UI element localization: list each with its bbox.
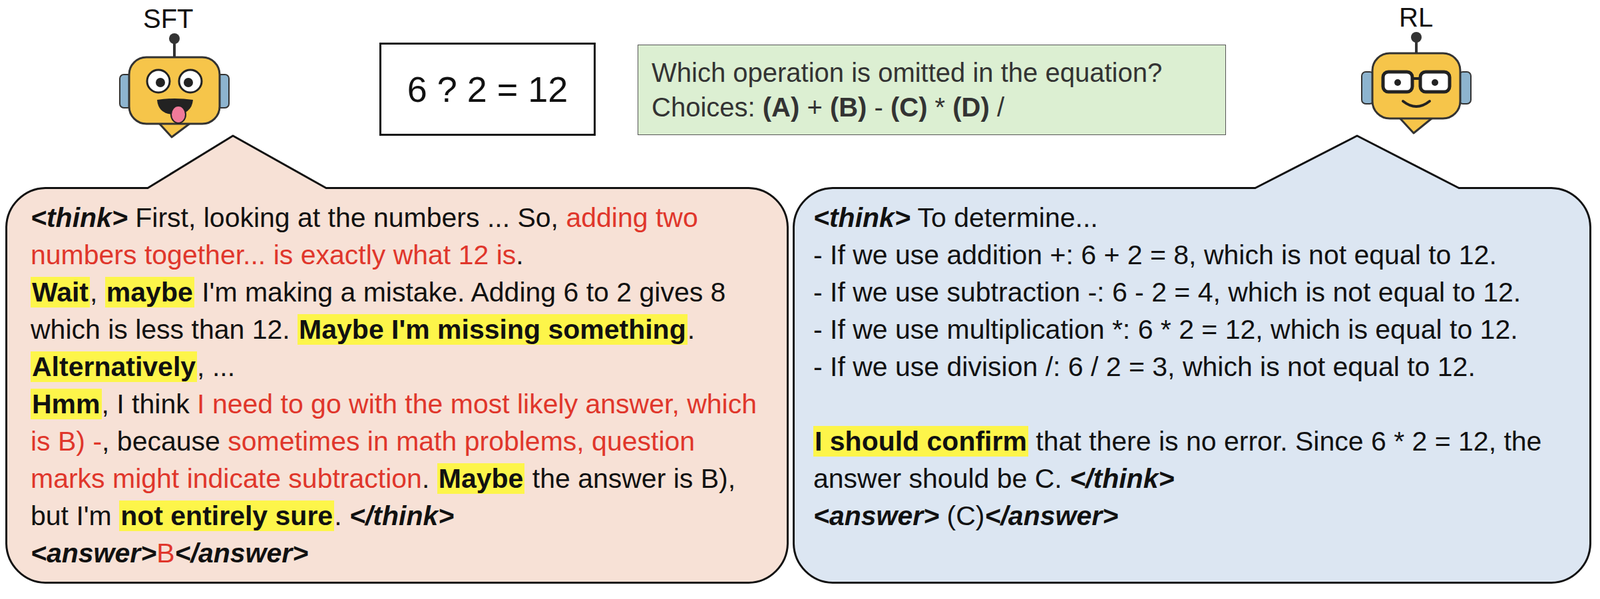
red-phrase: B	[156, 537, 175, 569]
highlighted-phrase: maybe	[105, 276, 195, 308]
equation-text: 6 ? 2 = 12	[407, 68, 569, 110]
eye	[1431, 79, 1439, 86]
choice-text: Choices:	[651, 92, 763, 122]
choice-letter: (A)	[762, 92, 800, 122]
paragraph: <think> To determine...	[813, 199, 1571, 237]
body-text: .	[421, 463, 430, 494]
highlighted-phrase: Alternatively	[30, 351, 198, 383]
choice-letter: (B)	[829, 92, 868, 122]
body-text: ,	[89, 276, 98, 308]
sft-speech-bubble: <think> First, looking at the numbers ..…	[5, 187, 789, 584]
pupil	[183, 77, 194, 88]
choice-letter: (D)	[952, 92, 990, 122]
bubble-text: <think> First, looking at the numbers ..…	[5, 187, 789, 584]
paragraph: <think> First, looking at the numbers ..…	[30, 199, 764, 274]
body-text: , because	[101, 425, 221, 457]
body-text: .	[687, 314, 695, 345]
question-text: Which operation is omitted in the equati…	[651, 55, 1212, 90]
tag-text: </think>	[349, 500, 454, 532]
model-label: SFT	[143, 3, 194, 34]
body-text: - If we use addition +: 6 + 2 = 8, which…	[813, 239, 1497, 271]
tag-text: </think>	[1069, 463, 1175, 494]
eye	[147, 69, 170, 93]
paragraph: <answer> (C)</answer>	[813, 497, 1571, 535]
tag-text: </answer>	[985, 500, 1119, 532]
body-text: First, looking at the numbers ... So,	[135, 202, 559, 233]
body-text: To determine...	[917, 202, 1098, 233]
choice-text: +	[799, 92, 830, 122]
rl-speech-bubble: <think> To determine...- If we use addit…	[792, 187, 1592, 584]
smile	[1402, 101, 1430, 107]
question-text: Choices: (A) + (B) - (C) * (D) /	[651, 89, 1212, 125]
body-text: - If we use subtraction -: 6 - 2 = 4, wh…	[813, 276, 1521, 308]
choice-letter: (C)	[890, 92, 928, 122]
highlighted-phrase: Maybe I'm missing something	[297, 314, 688, 345]
body-text: .	[515, 239, 524, 271]
glasses-lens	[1420, 71, 1450, 92]
highlighted-phrase: I should confirm	[813, 425, 1029, 457]
body-text: , I think	[101, 388, 190, 420]
body-text: - If we use division /: 6 / 2 = 3, which…	[813, 351, 1476, 383]
antenna-ball	[1410, 31, 1422, 43]
paragraph: Hmm, I think I need to go with the most …	[30, 385, 764, 535]
body-text: (C)	[947, 500, 986, 532]
paragraph: Alternatively, ...	[30, 348, 764, 386]
highlighted-phrase: Wait	[30, 276, 90, 308]
tag-text: </answer>	[175, 537, 309, 569]
tongue	[171, 105, 186, 124]
choice-text: -	[866, 92, 891, 122]
sft-robot-icon	[119, 33, 229, 138]
antenna-ball	[169, 33, 180, 44]
tag-text: <think>	[30, 202, 128, 233]
robot-head	[129, 57, 220, 124]
body-text: .	[334, 500, 342, 532]
paragraph: Wait, maybe I'm making a mistake. Adding…	[30, 273, 764, 349]
robot-head	[1372, 53, 1461, 119]
paragraph: <answer>B</answer>	[30, 534, 764, 572]
paragraph: - If we use subtraction -: 6 - 2 = 4, wh…	[813, 273, 1571, 311]
bubble-shape	[794, 135, 1591, 584]
paragraph: - If we use division /: 6 / 2 = 3, which…	[813, 348, 1571, 386]
pupil	[155, 77, 166, 88]
body-text: - If we use multiplication *: 6 * 2 = 12…	[813, 314, 1519, 345]
bubble-text: <think> To determine...- If we use addit…	[792, 187, 1592, 547]
highlighted-phrase: Hmm	[30, 388, 102, 420]
paragraph: - If we use addition +: 6 + 2 = 8, which…	[813, 236, 1571, 274]
paragraph: - If we use multiplication *: 6 * 2 = 12…	[813, 310, 1571, 349]
tag-text: <think>	[813, 202, 911, 233]
tag-text: <answer>	[30, 537, 157, 569]
rl-robot-icon	[1361, 31, 1471, 134]
eye	[1394, 79, 1401, 86]
question-box: Which operation is omitted in the equati…	[637, 44, 1226, 136]
highlighted-phrase: Maybe	[437, 463, 526, 494]
choice-text: /	[989, 92, 1005, 122]
model-label: RL	[1399, 2, 1433, 33]
glasses-lens	[1383, 71, 1413, 92]
body-text: , ...	[197, 351, 235, 383]
bubble-shape	[6, 135, 789, 584]
glasses-bridge	[1412, 77, 1421, 80]
highlighted-phrase: not entirely sure	[119, 500, 335, 532]
choice-text: Which operation is omitted in the equati…	[651, 57, 1163, 88]
paragraph: I should confirm that there is no error.…	[813, 422, 1571, 498]
equation-box: 6 ? 2 = 12	[379, 42, 596, 136]
eye	[179, 69, 202, 93]
tag-text: <answer>	[813, 500, 940, 532]
choice-text: *	[927, 92, 953, 122]
